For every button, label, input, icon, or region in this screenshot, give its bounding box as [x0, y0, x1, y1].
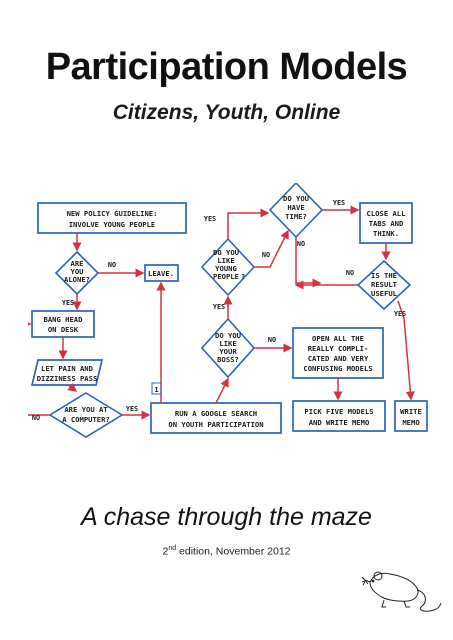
decision-are-you-alone: ARE YOU ALONE? [54, 250, 100, 296]
svg-text:CONFUSING MODELS: CONFUSING MODELS [303, 364, 372, 373]
svg-text:PEOPLE: PEOPLE [213, 272, 239, 281]
svg-text:NO: NO [108, 261, 116, 269]
svg-text:A COMPUTER?: A COMPUTER? [62, 415, 110, 424]
svg-text:LIKE: LIKE [219, 339, 236, 348]
flowchart: NEW POLICY GUIDELINE: INVOLVE YOUNG PEOP… [28, 183, 428, 438]
box-leave: LEAVE. [144, 264, 179, 282]
decision-at-computer: ARE YOU AT A COMPUTER? [48, 392, 124, 438]
decision-have-time: DO YOU HAVE TIME? [268, 183, 324, 239]
svg-text:USEFUL: USEFUL [371, 289, 398, 298]
cover-subtitle: Citizens, Youth, Online [112, 101, 341, 124]
svg-text:PICK FIVE MODELS: PICK FIVE MODELS [304, 407, 373, 416]
box-open-models: OPEN ALL THE REALLY COMPLI- CATED AND VE… [292, 327, 384, 379]
box-bang-head: BANG HEAD ON DESK [31, 310, 95, 338]
mouse-drawing-icon [362, 571, 442, 612]
box-google-search: RUN A GOOGLE SEARCH ON YOUTH PARTICIPATI… [150, 402, 282, 434]
cover-tagline: A chase through the maze [81, 503, 372, 531]
svg-text:YOUR: YOUR [219, 347, 237, 356]
edition-ordinal: nd [168, 545, 177, 552]
decision-result-useful: IS THE RESULT USEFUL [356, 259, 412, 311]
svg-text:DO YOU: DO YOU [215, 331, 241, 340]
svg-text:INVOLVE YOUNG PEOPLE: INVOLVE YOUNG PEOPLE [69, 220, 156, 229]
svg-text:ON YOUTH PARTICIPATION: ON YOUTH PARTICIPATION [168, 420, 263, 429]
svg-text:?: ? [241, 272, 245, 281]
svg-text:YES: YES [394, 310, 406, 318]
edition-number: 2 [162, 545, 169, 558]
box-pick-models: PICK FIVE MODELS AND WRITE MEMO [292, 400, 386, 432]
svg-text:OPEN ALL THE: OPEN ALL THE [312, 334, 364, 343]
svg-text:YES: YES [213, 303, 225, 311]
svg-text:NO: NO [262, 251, 270, 259]
svg-text:ARE YOU AT: ARE YOU AT [64, 405, 108, 414]
svg-text:RESULT: RESULT [371, 280, 398, 289]
box-write-memo: WRITE MEMO [394, 400, 428, 432]
decision-like-your-boss: DO YOU LIKE YOUR BOSS? [200, 317, 256, 379]
svg-text:YES: YES [333, 199, 345, 207]
svg-text:ALONE?: ALONE? [64, 275, 90, 284]
svg-text:AND WRITE MEMO: AND WRITE MEMO [309, 418, 370, 427]
svg-text:BANG HEAD: BANG HEAD [44, 315, 83, 324]
decision-like-young-people: DO YOU LIKE YOUNG PEOPLE ? [200, 237, 256, 297]
svg-text:1: 1 [154, 386, 158, 394]
svg-text:NEW POLICY GUIDELINE:: NEW POLICY GUIDELINE: [67, 209, 158, 218]
svg-text:YES: YES [62, 299, 74, 307]
box-close-tabs: CLOSE ALL TABS AND THINK. [359, 202, 413, 244]
svg-text:TABS AND: TABS AND [369, 219, 404, 228]
svg-text:YES: YES [204, 215, 216, 223]
svg-text:YES: YES [126, 405, 138, 413]
svg-text:HAVE: HAVE [287, 203, 304, 212]
svg-text:NO: NO [346, 269, 354, 277]
svg-text:WRITE: WRITE [400, 407, 422, 416]
svg-text:DO YOU: DO YOU [213, 248, 239, 257]
svg-text:YOUNG: YOUNG [215, 264, 237, 273]
svg-text:THINK.: THINK. [373, 229, 399, 238]
svg-text:RUN A GOOGLE SEARCH: RUN A GOOGLE SEARCH [175, 409, 257, 418]
svg-text:TIME?: TIME? [285, 212, 307, 221]
svg-text:MEMO: MEMO [402, 418, 419, 427]
svg-text:LET PAIN AND: LET PAIN AND [41, 364, 93, 373]
svg-text:LIKE: LIKE [217, 256, 234, 265]
svg-text:DO YOU: DO YOU [283, 194, 309, 203]
edition-text: edition, November 2012 [176, 545, 291, 558]
svg-text:REALLY COMPLI-: REALLY COMPLI- [308, 344, 369, 353]
cover-title: Participation Models [45, 46, 408, 88]
edition-line: 2nd edition, November 2012 [0, 545, 453, 558]
svg-text:ARE: ARE [71, 259, 84, 268]
svg-text:CLOSE ALL: CLOSE ALL [367, 209, 407, 218]
svg-text:CATED AND VERY: CATED AND VERY [308, 354, 369, 363]
svg-text:YOU: YOU [71, 267, 84, 276]
svg-text:DIZZINESS PASS: DIZZINESS PASS [37, 374, 98, 383]
svg-text:BOSS?: BOSS? [217, 355, 239, 364]
svg-text:ON DESK: ON DESK [48, 325, 79, 334]
svg-text:NO: NO [268, 336, 276, 344]
box-policy-guideline: NEW POLICY GUIDELINE: INVOLVE YOUNG PEOP… [37, 202, 187, 234]
svg-text:NO: NO [297, 240, 305, 248]
flow-labels: NO YES NO YES YES NO YES NO YES NO NO YE… [32, 199, 406, 422]
svg-text:NO: NO [32, 414, 40, 422]
flow-arrows [28, 205, 415, 420]
svg-text:LEAVE.: LEAVE. [148, 269, 174, 278]
svg-text:IS THE: IS THE [371, 271, 397, 280]
box-pain-dizziness: LET PAIN AND DIZZINESS PASS [30, 359, 104, 386]
